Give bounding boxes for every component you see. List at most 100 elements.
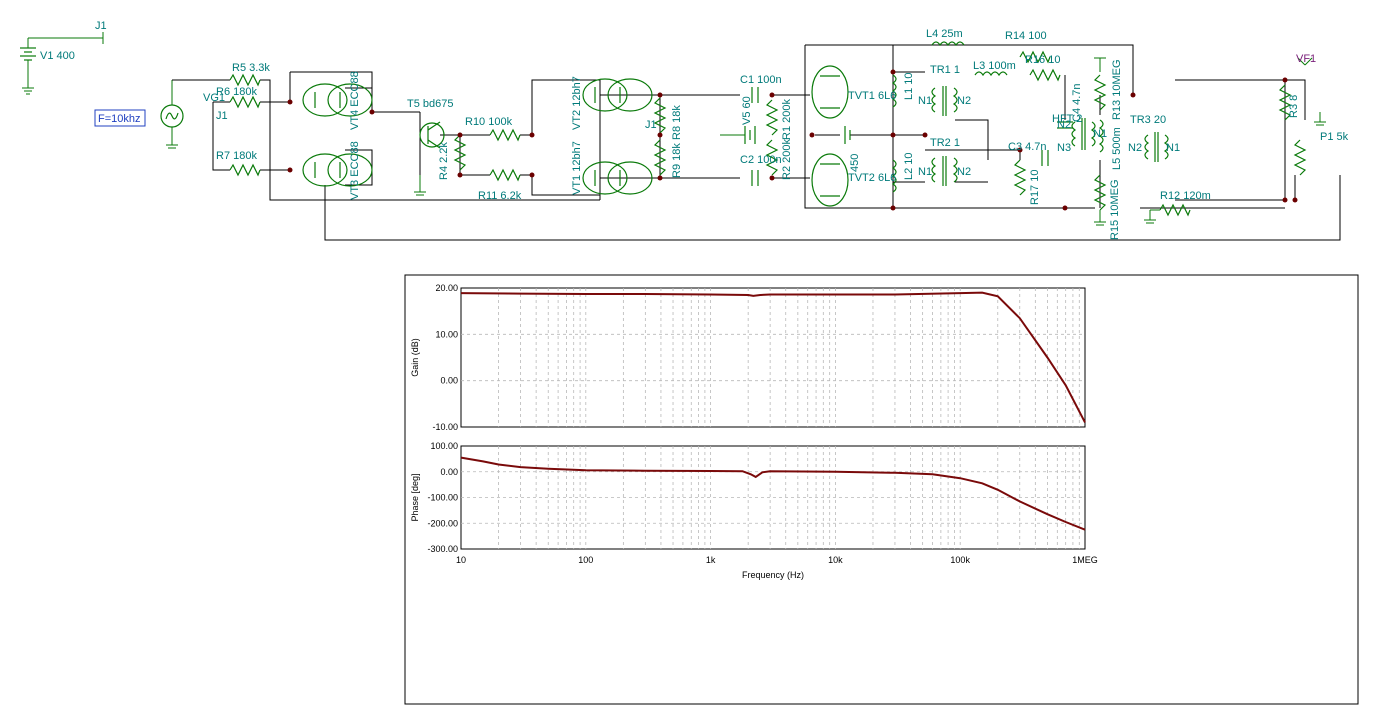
capacitor-c4[interactable]	[1057, 121, 1073, 129]
ground-symbols	[414, 57, 1326, 226]
phase-ytick-label: -100.00	[427, 493, 458, 503]
tube-tvt2[interactable]	[811, 153, 849, 207]
label-c1: C1 100n	[740, 74, 782, 86]
label-c2: C2 100n	[740, 154, 782, 166]
label-tr3: TR3 20	[1130, 114, 1166, 126]
inductor-l3[interactable]	[974, 71, 1008, 77]
inductor-l4[interactable]	[931, 41, 965, 47]
label-n1c: N1	[1093, 128, 1107, 140]
battery-450[interactable]	[844, 126, 851, 144]
resistor-r6[interactable]	[229, 95, 261, 109]
label-t5: T5 bd675	[407, 98, 453, 110]
label-n2c: N2	[1057, 119, 1071, 131]
tube-vt1[interactable]	[582, 161, 653, 195]
resistor-r9[interactable]	[653, 139, 667, 176]
label-r7: R7 180k	[216, 150, 257, 162]
label-r6: R6 180k	[216, 86, 257, 98]
label-n1d: N1	[1166, 142, 1180, 154]
label-r16: R16 10	[1025, 54, 1060, 66]
tube-vt4[interactable]	[302, 83, 373, 117]
phase-ytick-label: 100.00	[430, 441, 458, 451]
transformer-tr3[interactable]	[1144, 132, 1169, 162]
resistor-r17[interactable]	[1013, 159, 1027, 196]
gain-ytick-label: -10.00	[432, 422, 458, 432]
resistor-r13[interactable]	[1093, 74, 1107, 111]
tube-tvt1[interactable]	[811, 65, 849, 119]
label-vt1: VT1 12bh7	[571, 141, 583, 195]
label-n1a: N1	[918, 95, 932, 107]
resistor-r14[interactable]	[1019, 50, 1051, 64]
circuit-schematic: J1 V1 400 F=10khz	[20, 20, 1349, 241]
label-vf1: VF1	[1296, 53, 1316, 65]
label-n3: N3	[1057, 142, 1071, 154]
tube-vt2[interactable]	[582, 78, 653, 112]
label-p1: P1 5k	[1320, 131, 1349, 143]
phase-ytick-label: -200.00	[427, 518, 458, 528]
resistor-r5[interactable]	[229, 73, 261, 87]
resistor-r16[interactable]	[1029, 68, 1061, 82]
label-r3: R3 8	[1288, 95, 1300, 118]
label-l4: L4 25m	[926, 28, 963, 40]
transistor-t5[interactable]	[419, 121, 445, 149]
resistor-r3[interactable]	[1278, 84, 1292, 121]
gain-ytick-label: 20.00	[435, 283, 458, 293]
freq-tick-label: 10	[456, 555, 466, 565]
label-r5: R5 3.3k	[232, 62, 270, 74]
label-l2: L2 10	[903, 152, 915, 180]
label-r14: R14 100	[1005, 30, 1047, 42]
resistor-r4[interactable]	[453, 134, 467, 171]
resistor-r10[interactable]	[489, 128, 521, 142]
label-v5: V5 60	[741, 96, 753, 125]
inductor-l1[interactable]	[891, 74, 897, 108]
resistor-r8[interactable]	[653, 97, 667, 134]
label-vt3: VT3 ECC88	[349, 141, 361, 200]
label-tvt1: TVT1 6L6	[848, 90, 896, 102]
inductor-l2[interactable]	[891, 159, 897, 193]
label-vt2: VT2 12bh7	[571, 76, 583, 130]
label-r4: R4 2.2k	[438, 142, 450, 180]
gain-ytick-label: 0.00	[440, 376, 458, 386]
label-n2a: N2	[957, 95, 971, 107]
label-r1: R1 200k	[781, 99, 793, 140]
label-r17: R17 10	[1029, 170, 1041, 205]
label-l1: L1 10	[903, 72, 915, 100]
label-r2: R2 200k	[781, 139, 793, 180]
phase-axis-title: Phase [deg]	[410, 473, 420, 521]
phase-ytick-label: -300.00	[427, 544, 458, 554]
label-j1-right: J1	[645, 119, 657, 131]
resistor-r1[interactable]	[765, 99, 779, 136]
resistor-r2[interactable]	[765, 139, 779, 176]
transformer-tr1[interactable]	[931, 86, 958, 116]
label-n1b: N1	[918, 166, 932, 178]
source-frequency-box[interactable]	[94, 109, 146, 127]
junction-dots	[287, 69, 1298, 211]
capacitor-c2[interactable]	[751, 170, 759, 186]
tube-vt3[interactable]	[302, 153, 373, 187]
label-r13: R13 10MEG	[1111, 59, 1123, 120]
inductor-l5[interactable]	[1098, 119, 1104, 153]
label-c3: C3 4.7n	[1008, 141, 1047, 153]
resistor-r15[interactable]	[1093, 174, 1107, 211]
label-tr2: TR2 1	[930, 137, 960, 149]
battery-v5[interactable]	[720, 126, 756, 144]
signal-generator[interactable]	[160, 80, 184, 149]
label-r8: R8 18k	[671, 105, 683, 140]
transformer-hft2[interactable]	[1071, 118, 1096, 150]
label-r15: R15 10MEG	[1109, 179, 1121, 240]
v1-battery[interactable]	[20, 32, 104, 95]
resistor-r11[interactable]	[489, 168, 521, 182]
potentiometer-p1[interactable]	[1293, 139, 1307, 176]
label-v1: V1 400	[40, 50, 75, 62]
label-r9: R9 18k	[671, 143, 683, 178]
freq-tick-label: 100	[578, 555, 593, 565]
resistor-r7[interactable]	[229, 163, 261, 177]
transformer-tr2[interactable]	[931, 156, 958, 186]
resistor-r12[interactable]	[1159, 203, 1191, 217]
label-vt4: VT4 ECC88	[349, 71, 361, 130]
capacitor-c3[interactable]	[1041, 150, 1049, 166]
label-j1-mid: J1	[216, 110, 228, 122]
freq-tick-label: 10k	[828, 555, 843, 565]
capacitor-c1[interactable]	[751, 87, 759, 103]
freq-tick-label: 1MEG	[1072, 555, 1098, 565]
